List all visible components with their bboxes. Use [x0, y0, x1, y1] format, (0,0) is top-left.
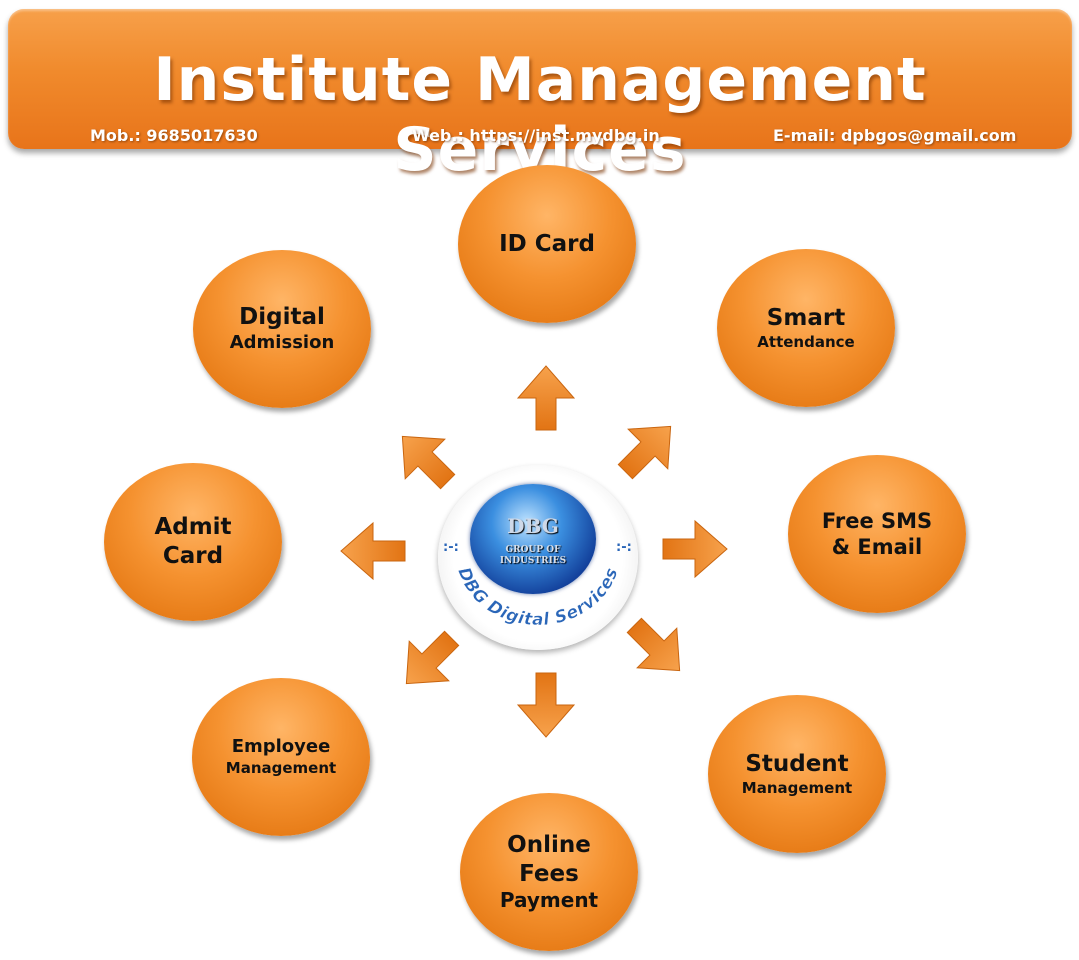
node-smart-attendance: Smart Attendance	[717, 249, 895, 407]
page-title: Institute Management Services	[153, 45, 927, 185]
hub-ring-text: DBG Digital Services	[453, 564, 622, 630]
node-sublabel: Management	[741, 779, 853, 797]
node-free-sms-email: Free SMS & Email	[788, 455, 966, 613]
hub-dots-left: :-:	[443, 540, 459, 555]
node-admit-card: Admit Card	[104, 463, 282, 621]
node-digital-admission: Digital Admission	[193, 250, 371, 408]
node-label-2: Fees	[519, 860, 579, 887]
node-label: Free SMS	[821, 508, 933, 533]
node-label: Digital	[239, 304, 325, 331]
node-sublabel: Card	[162, 543, 224, 569]
contact-website: Web.: https://inst.mydbg.in	[412, 126, 660, 145]
hub-dots-right: :-:	[616, 540, 632, 555]
node-employee-management: Employee Management	[192, 678, 370, 836]
hub-ring-label: DBG Digital Services	[453, 564, 622, 630]
svg-text:DBG Digital Services: DBG Digital Services	[453, 565, 622, 630]
node-sublabel: Admission	[229, 332, 335, 354]
globe-icon	[470, 484, 596, 594]
contact-email: E-mail: dpbgos@gmail.com	[773, 126, 1017, 145]
logo-sub-text: GROUP OF INDUSTRIES	[470, 545, 596, 567]
node-sublabel: & Email	[831, 535, 923, 559]
header-banner: Institute Management Services Mob.: 9685…	[8, 9, 1072, 185]
node-sublabel: Payment	[499, 888, 599, 913]
logo-main-text: DBG	[507, 514, 559, 538]
node-label: Admit	[154, 514, 232, 541]
node-online-fees-payment: Online Fees Payment	[460, 793, 638, 951]
arrow-down	[517, 672, 575, 738]
node-label: Student	[745, 751, 849, 778]
arrow-left	[340, 522, 406, 580]
node-label: Online	[507, 831, 591, 858]
arrow-right	[662, 520, 728, 578]
node-sublabel: Attendance	[757, 333, 855, 351]
logo-sub-line2: INDUSTRIES	[499, 555, 567, 566]
node-sublabel: Management	[225, 758, 337, 777]
contact-mobile: Mob.: 9685017630	[90, 126, 258, 145]
node-label: Employee	[231, 736, 331, 758]
node-label: Smart	[766, 305, 846, 332]
node-student-management: Student Management	[708, 695, 886, 853]
node-id-card: ID Card	[458, 165, 636, 323]
node-label: ID Card	[499, 230, 595, 257]
arrow-up	[517, 365, 575, 431]
logo-sub-line1: GROUP OF	[505, 545, 561, 555]
